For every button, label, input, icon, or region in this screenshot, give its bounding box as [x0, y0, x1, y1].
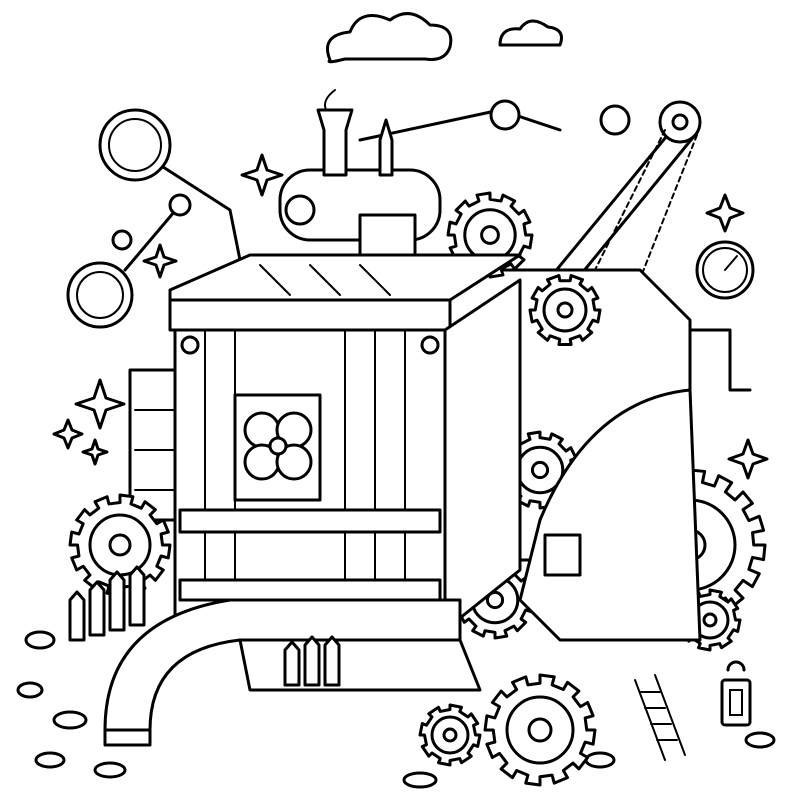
gear-hub: [444, 729, 456, 741]
gear-hub: [558, 303, 572, 317]
steam-engine: [280, 110, 440, 260]
gear-hub: [110, 535, 130, 555]
clover-icon: [245, 413, 311, 479]
smoke-cloud: [325, 14, 562, 150]
sparkle-stars: [54, 155, 767, 478]
picket-fences: [70, 567, 339, 685]
gear-hub: [482, 227, 499, 244]
ladder: [635, 675, 685, 760]
cobblestones: [18, 632, 774, 787]
gear-housing: [520, 390, 700, 640]
magnifying-glasses: [68, 110, 240, 327]
gear-hub: [529, 719, 551, 741]
cage: [170, 255, 520, 630]
lantern: [722, 662, 750, 725]
crane-arm: [360, 101, 700, 380]
gear-hub: [532, 462, 547, 477]
gear-hub: [704, 614, 716, 626]
gear-hub: [487, 592, 502, 607]
pressure-gauge: [690, 242, 753, 390]
